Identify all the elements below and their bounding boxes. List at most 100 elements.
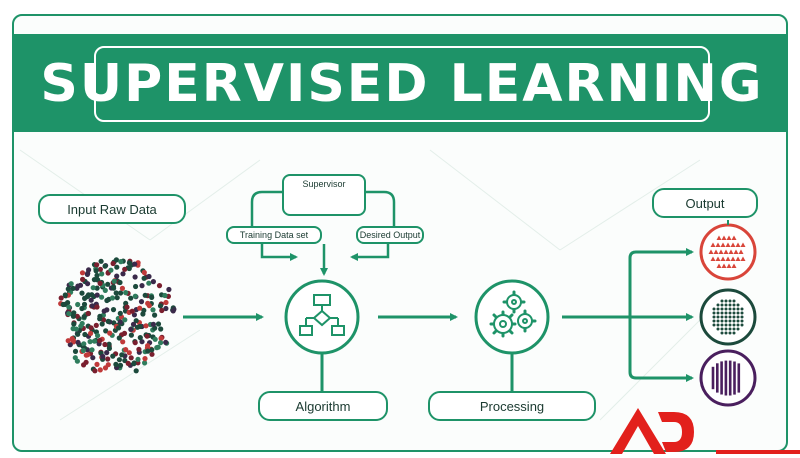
processing-text: Processing bbox=[479, 398, 545, 414]
diagram-frame: SUPERVISED LEARNING bbox=[12, 14, 788, 452]
data-point bbox=[123, 347, 129, 353]
data-point bbox=[102, 287, 108, 293]
triangle-marker bbox=[720, 256, 726, 261]
data-point bbox=[128, 295, 134, 301]
data-point bbox=[89, 303, 95, 309]
dot-marker bbox=[740, 307, 744, 311]
data-point bbox=[87, 339, 93, 345]
dot-marker bbox=[732, 331, 736, 335]
output-class-purple bbox=[699, 349, 757, 407]
data-point bbox=[158, 326, 164, 332]
data-point bbox=[114, 264, 120, 270]
dot-marker bbox=[736, 311, 740, 315]
data-point bbox=[129, 308, 135, 314]
data-point bbox=[137, 305, 143, 311]
dot-marker bbox=[720, 307, 724, 311]
dot-marker bbox=[736, 319, 740, 323]
dot-marker bbox=[728, 319, 732, 323]
dot-marker bbox=[728, 299, 732, 303]
data-point bbox=[81, 314, 87, 320]
data-point bbox=[94, 304, 100, 310]
triangle-marker bbox=[726, 263, 732, 268]
bar-marker bbox=[724, 360, 728, 396]
dot-marker bbox=[732, 319, 736, 323]
training-data-set-text: Training Data set bbox=[239, 230, 309, 240]
dot-marker bbox=[724, 307, 728, 311]
data-point bbox=[73, 326, 79, 332]
triangle-marker bbox=[731, 263, 737, 268]
data-point bbox=[118, 259, 124, 265]
data-point bbox=[91, 338, 98, 344]
data-point bbox=[146, 273, 152, 280]
data-point bbox=[122, 317, 128, 323]
data-point bbox=[75, 331, 81, 337]
triangle-marker bbox=[725, 256, 731, 261]
data-point bbox=[93, 322, 99, 328]
dot-marker bbox=[728, 327, 732, 331]
triangle-marker bbox=[710, 256, 716, 261]
data-point bbox=[94, 272, 100, 279]
data-point bbox=[157, 303, 164, 309]
data-point bbox=[110, 284, 117, 290]
dot-marker bbox=[732, 323, 736, 327]
data-point bbox=[133, 318, 139, 324]
data-point bbox=[89, 347, 95, 353]
data-point bbox=[98, 258, 104, 264]
data-point bbox=[84, 271, 90, 277]
data-point bbox=[124, 304, 130, 310]
triangle-marker bbox=[713, 249, 719, 254]
bar-marker bbox=[720, 361, 723, 395]
dot-marker bbox=[716, 319, 720, 323]
data-point bbox=[97, 316, 103, 322]
raw-data-scatter bbox=[58, 257, 177, 374]
flowchart-icon bbox=[299, 294, 345, 336]
data-point bbox=[89, 292, 95, 298]
green-dots bbox=[712, 299, 744, 335]
data-point bbox=[102, 263, 108, 269]
data-point bbox=[70, 337, 76, 344]
data-point bbox=[150, 307, 156, 313]
data-point bbox=[105, 356, 111, 362]
data-point bbox=[111, 278, 117, 284]
data-point bbox=[80, 276, 86, 282]
data-point bbox=[97, 367, 103, 373]
data-point bbox=[75, 283, 81, 289]
input-raw-data-text: Input Raw Data bbox=[67, 201, 157, 217]
data-point bbox=[97, 280, 103, 286]
data-point bbox=[93, 268, 99, 274]
data-point bbox=[138, 299, 145, 305]
data-point bbox=[95, 333, 101, 339]
processing-label: Processing bbox=[428, 391, 596, 421]
dot-marker bbox=[736, 323, 740, 327]
dot-marker bbox=[728, 311, 732, 315]
dot-marker bbox=[728, 331, 732, 335]
data-point bbox=[74, 358, 80, 364]
data-point bbox=[75, 339, 81, 345]
dot-marker bbox=[720, 311, 724, 315]
data-point bbox=[107, 330, 113, 336]
dot-marker bbox=[732, 299, 736, 303]
dot-marker bbox=[728, 323, 732, 327]
title-band: SUPERVISED LEARNING bbox=[14, 34, 786, 132]
triangle-marker bbox=[721, 263, 727, 268]
data-point bbox=[116, 325, 122, 331]
data-point bbox=[117, 279, 123, 286]
data-point bbox=[154, 345, 160, 351]
triangle-marker bbox=[716, 235, 722, 240]
data-point bbox=[118, 290, 124, 296]
triangle-marker bbox=[716, 263, 722, 268]
dot-marker bbox=[712, 319, 716, 323]
triangle-marker bbox=[720, 242, 726, 247]
data-point bbox=[71, 321, 77, 327]
data-point bbox=[137, 323, 143, 330]
bar-marker bbox=[711, 366, 715, 390]
data-point bbox=[117, 362, 124, 368]
data-point bbox=[109, 295, 116, 301]
supervisor-text: Supervisor bbox=[302, 179, 346, 189]
data-point bbox=[75, 301, 81, 308]
dot-marker bbox=[732, 311, 736, 315]
dot-marker bbox=[720, 319, 724, 323]
data-point bbox=[149, 347, 155, 353]
triangle-marker bbox=[735, 242, 741, 247]
